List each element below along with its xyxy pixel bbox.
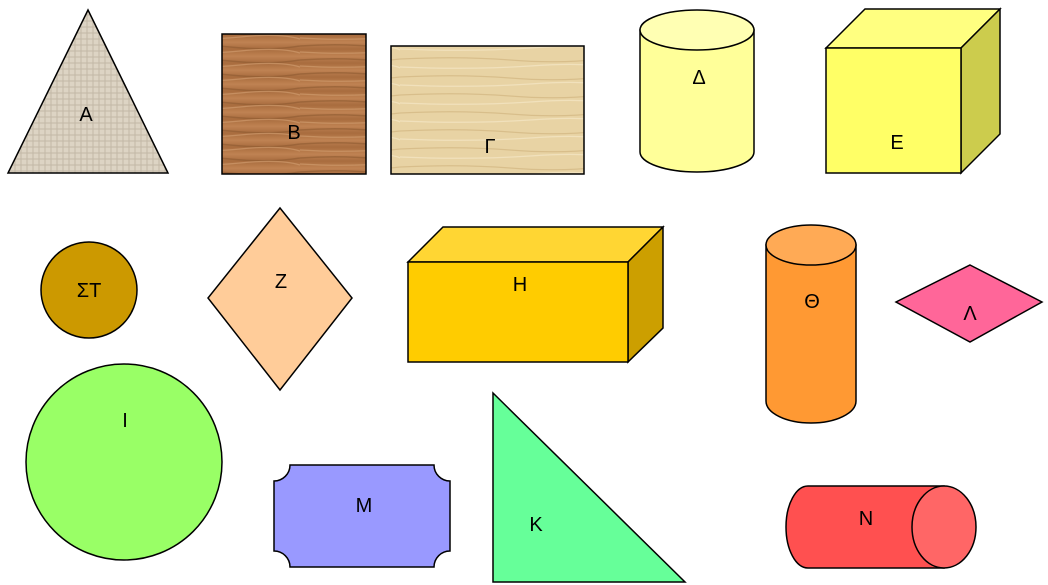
label-d: Δ (692, 67, 705, 89)
label-a: Α (79, 104, 93, 126)
shape-th-cylinder: Θ (765, 224, 857, 424)
shape-k-right-triangle: Κ (492, 391, 687, 583)
shape-z-diamond: Ζ (207, 206, 353, 392)
shape-g-wood-rectangle: Γ (390, 45, 585, 175)
shape-d-cylinder: Δ (639, 9, 755, 173)
shape-st-circle: ΣΤ (40, 241, 138, 339)
shape-b-wood-square: Β (221, 33, 367, 175)
label-th: Θ (804, 291, 820, 313)
shape-l-rhombus: Λ (894, 264, 1044, 343)
label-m: Μ (356, 495, 373, 517)
label-n: Ν (859, 508, 873, 530)
shape-a-triangle: Α (6, 8, 170, 174)
label-z: Ζ (275, 271, 287, 293)
label-g: Γ (484, 136, 495, 158)
label-i: Ι (122, 410, 128, 432)
shape-e-cube: Ε (824, 7, 1002, 175)
shape-h-box: Η (406, 225, 665, 364)
shape-n-cylinder: Ν (785, 485, 977, 569)
label-h: Η (513, 274, 527, 296)
label-e: Ε (890, 132, 903, 154)
shape-i-circle: Ι (25, 363, 223, 561)
label-b: Β (287, 122, 300, 144)
shape-m-plaque: Μ (273, 464, 451, 568)
label-l: Λ (963, 303, 977, 325)
label-k: Κ (529, 514, 543, 536)
label-st: ΣΤ (77, 280, 102, 302)
